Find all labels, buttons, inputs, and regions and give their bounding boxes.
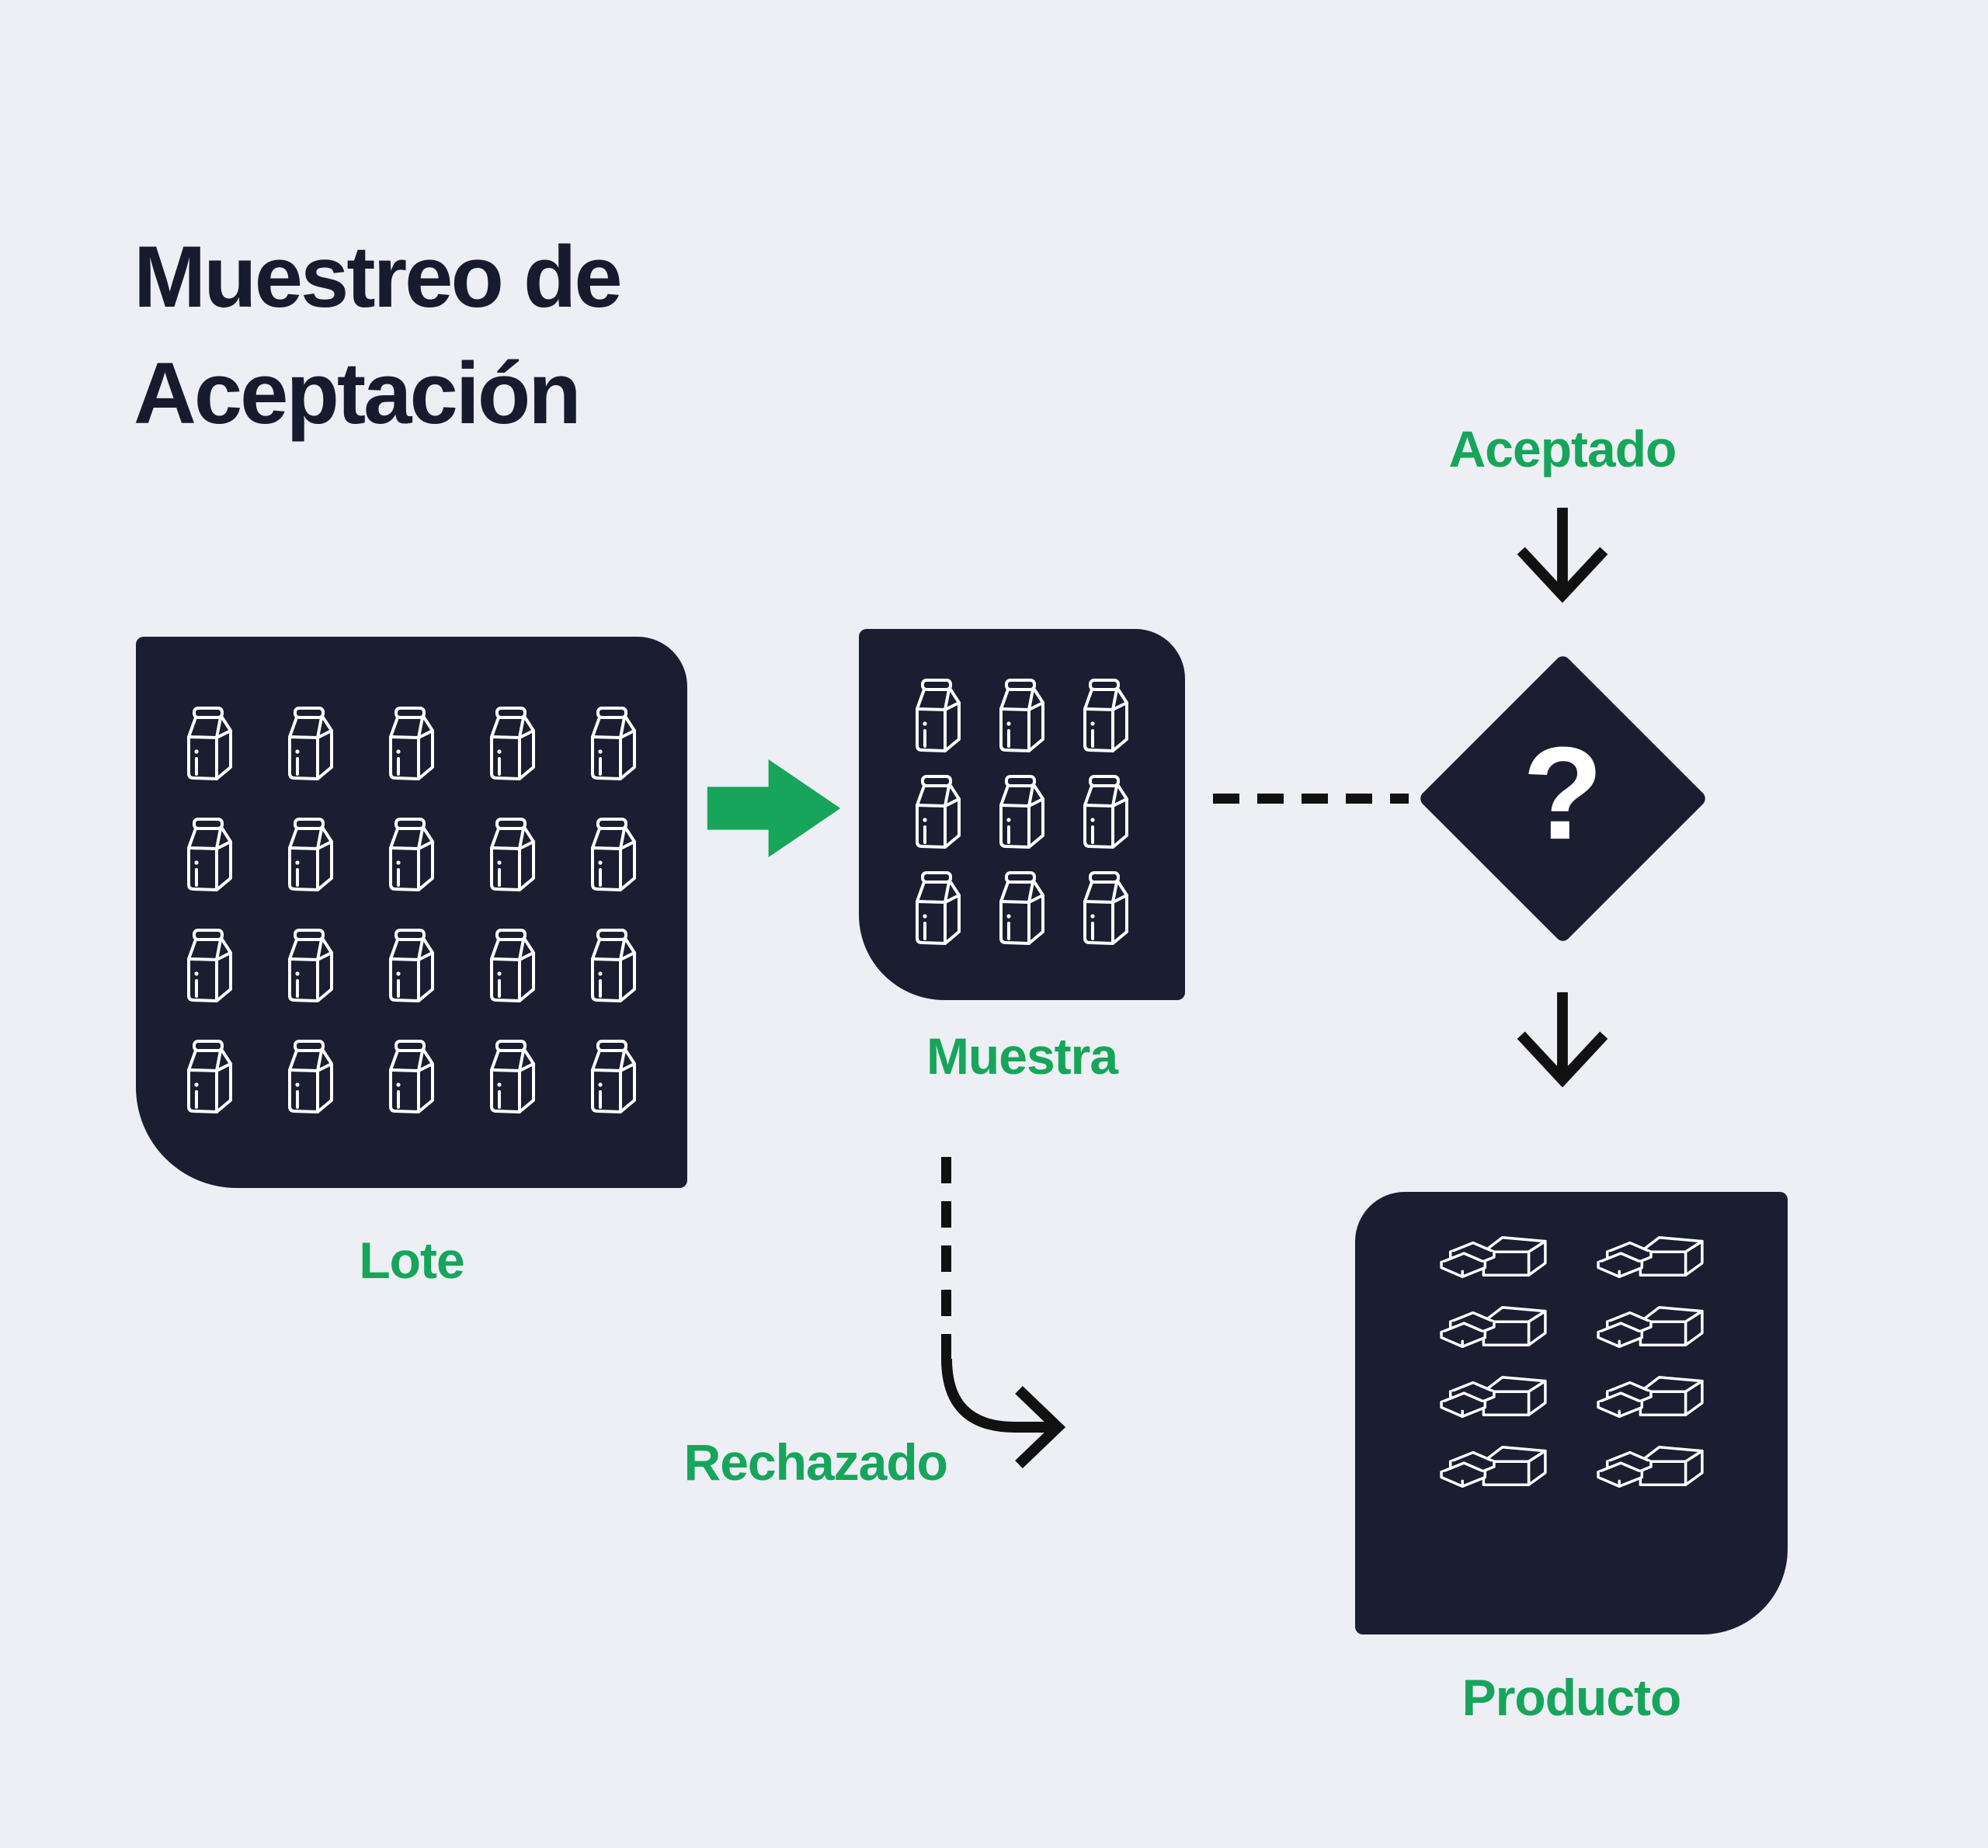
page-title: Muestreo de Aceptación <box>134 219 1065 452</box>
lot-panel <box>136 637 687 1188</box>
milk-carton-icon <box>999 679 1044 752</box>
milk-carton-icon <box>490 706 535 780</box>
butter-block-icon <box>1439 1446 1547 1488</box>
butter-block-icon <box>1596 1446 1704 1488</box>
milk-carton-icon <box>389 817 434 891</box>
milk-carton-icon <box>591 1039 636 1113</box>
rejected-label: Rechazado <box>683 1433 948 1491</box>
lot-label: Lote <box>359 1231 464 1289</box>
milk-carton-icon <box>288 817 333 891</box>
milk-carton-icon <box>916 679 961 752</box>
milk-carton-icon <box>389 928 434 1002</box>
product-grid <box>1355 1192 1788 1675</box>
milk-carton-icon <box>1083 775 1128 849</box>
milk-carton-icon <box>916 775 961 849</box>
milk-carton-icon <box>288 928 333 1002</box>
milk-carton-icon <box>288 706 333 780</box>
milk-carton-icon <box>389 1039 434 1113</box>
milk-carton-icon <box>999 871 1044 945</box>
milk-carton-icon <box>490 817 535 891</box>
butter-block-icon <box>1439 1306 1547 1348</box>
accepted-label: Aceptado <box>1448 420 1677 478</box>
sample-grid <box>859 629 1185 1000</box>
lot-grid <box>136 637 687 1188</box>
butter-block-icon <box>1439 1376 1547 1418</box>
sample-panel <box>859 629 1185 1000</box>
product-label: Producto <box>1461 1669 1682 1726</box>
milk-carton-icon <box>389 706 434 780</box>
milk-carton-icon <box>1083 871 1128 945</box>
milk-carton-icon <box>1083 679 1128 752</box>
milk-carton-icon <box>490 1039 535 1113</box>
decision-diamond: ? <box>1417 653 1708 944</box>
milk-carton-icon <box>591 706 636 780</box>
milk-carton-icon <box>591 817 636 891</box>
rejected-curve-arrow-icon <box>941 1358 1066 1469</box>
butter-block-icon <box>1439 1236 1547 1278</box>
milk-carton-icon <box>187 706 232 780</box>
dashed-connector-horizontal <box>1213 794 1409 804</box>
milk-carton-icon <box>187 817 232 891</box>
milk-carton-icon <box>490 928 535 1002</box>
page-title-line-2: Aceptación <box>134 345 582 442</box>
milk-carton-icon <box>916 871 961 945</box>
milk-carton-icon <box>187 928 232 1002</box>
butter-block-icon <box>1596 1306 1704 1348</box>
dashed-connector-vertical <box>941 1157 951 1360</box>
milk-carton-icon <box>187 1039 232 1113</box>
milk-carton-icon <box>591 928 636 1002</box>
decision-to-product-arrow-icon <box>1517 992 1608 1088</box>
product-panel <box>1355 1192 1788 1634</box>
page-title-line-1: Muestreo de <box>134 228 623 325</box>
butter-block-icon <box>1596 1376 1704 1418</box>
butter-block-icon <box>1596 1236 1704 1278</box>
question-mark: ? <box>1522 719 1604 867</box>
accepted-arrow-down-icon <box>1517 507 1608 603</box>
flow-arrow-right-icon <box>707 759 841 858</box>
milk-carton-icon <box>999 775 1044 849</box>
sample-label: Muestra <box>926 1027 1118 1085</box>
milk-carton-icon <box>288 1039 333 1113</box>
